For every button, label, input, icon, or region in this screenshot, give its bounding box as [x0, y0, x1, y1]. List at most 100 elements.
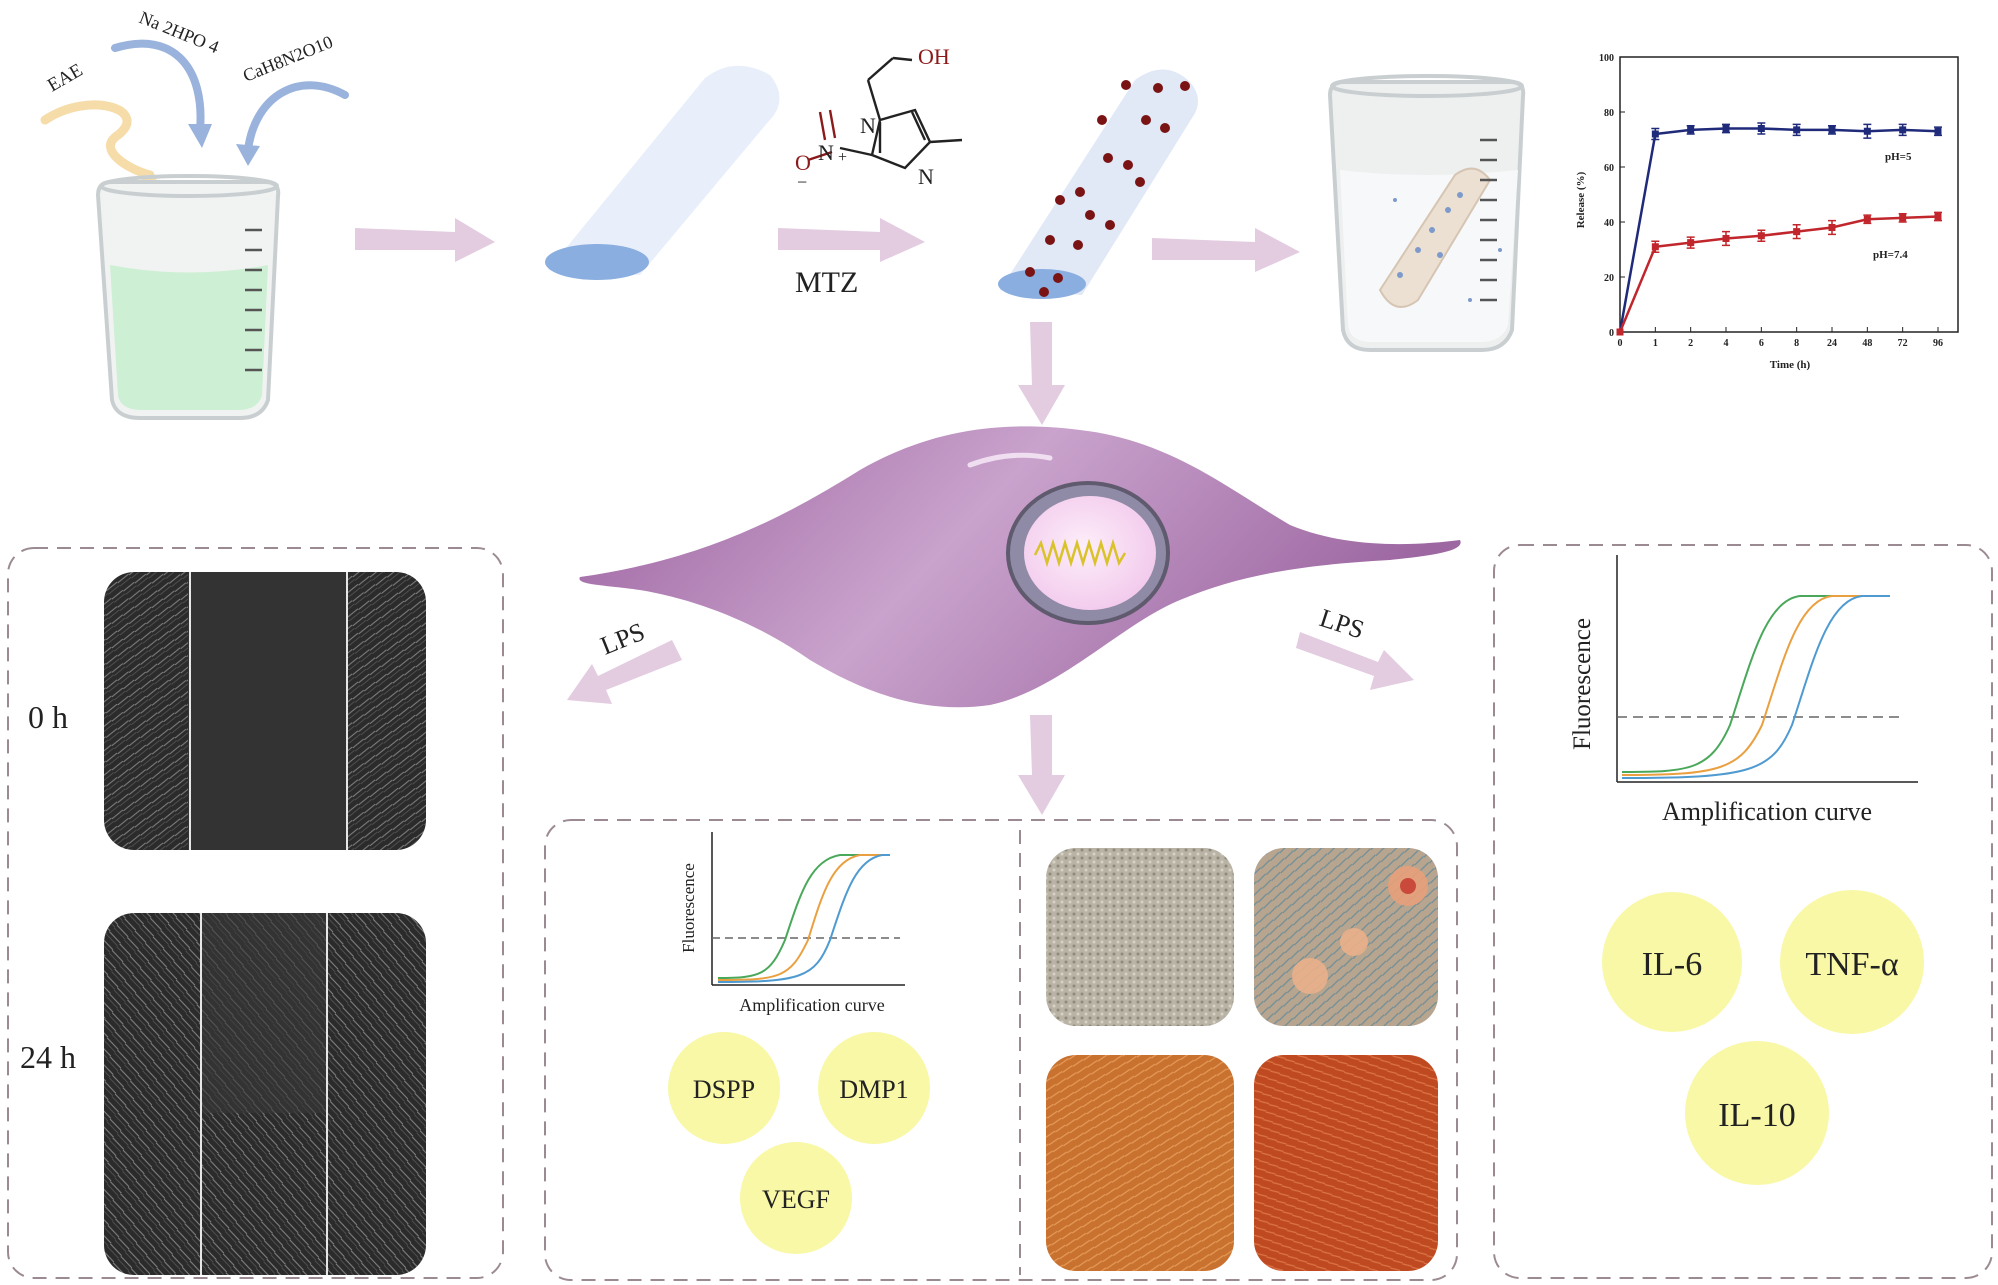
stain-spot-3: [1340, 928, 1368, 956]
release-beaker-scale: [1480, 138, 1497, 302]
atom-o-minus: O: [795, 150, 811, 175]
bond-n-to-ethyl: [866, 79, 882, 121]
release-xtick-label: 4: [1724, 338, 1729, 349]
center-panel-border: [544, 819, 1458, 1281]
release-series: [1616, 122, 1942, 336]
reagent-na2hpo4: Na 2HPO 4: [137, 7, 222, 57]
inflammation-panel-border: [1493, 544, 1993, 1279]
right-amp-ylabel: Fluorescence: [1569, 618, 1596, 750]
loaded-tube-end: [998, 269, 1086, 299]
mtz-molecule: [807, 56, 963, 170]
beaker-liquid: [110, 265, 268, 410]
center-amp-curve-green: [717, 854, 880, 979]
right-amplification-chart: Fluorescence Amplification curve: [1569, 555, 1918, 826]
loaded-tube-body: [1000, 69, 1199, 295]
release-ytick-label: 40: [1604, 218, 1614, 229]
release-point: [1722, 125, 1730, 132]
arrow-lps-right: [1296, 632, 1414, 690]
migration-gap-24h: [200, 913, 326, 1113]
release-point: [1793, 126, 1801, 134]
release-point: [1934, 213, 1942, 220]
reagent-eae: EAE: [44, 60, 86, 97]
release-point: [1616, 328, 1624, 336]
release-xtick-label: 72: [1898, 338, 1908, 349]
bond-methyl: [929, 138, 963, 144]
release-point: [1793, 228, 1801, 236]
stain-spot-1-core: [1400, 878, 1416, 894]
release-point: [1757, 125, 1765, 132]
stain-image-ars-2: [1254, 1055, 1438, 1271]
stain-image-alp: [1254, 848, 1438, 1026]
tube-end: [545, 244, 649, 280]
bond-nitro: [839, 146, 873, 157]
marker-dspp: DSPP: [693, 1075, 755, 1104]
marker-circle-il6: [1602, 892, 1742, 1032]
arrow-beaker-to-tube: [355, 218, 495, 262]
release-label-ph5: pH=5: [1885, 151, 1912, 163]
reagent-cah8n2o10: CaH8N2O10: [240, 32, 336, 86]
center-amp-curve-blue: [717, 854, 890, 983]
release-ytick-label: 0: [1609, 328, 1614, 339]
release-xtick-label: 0: [1618, 338, 1623, 349]
release-point: [1863, 127, 1871, 135]
scaffold-tube: [545, 65, 780, 280]
right-marker-il6: IL-6: [1602, 892, 1742, 1032]
marker-circle-dspp: [668, 1032, 780, 1144]
right-amp-xlabel: Amplification curve: [1662, 797, 1872, 826]
migration-panel-border: [7, 547, 504, 1279]
cah8n2o10-arrowhead: [236, 144, 260, 166]
nucleus: [1024, 496, 1156, 610]
arrow-to-release: [1152, 228, 1300, 272]
release-point: [1757, 232, 1765, 240]
release-point: [1651, 130, 1659, 138]
marker-vegf: VEGF: [762, 1185, 830, 1214]
release-point: [1828, 126, 1836, 134]
center-marker-vegf: VEGF: [740, 1142, 852, 1254]
label-0h: 0 h: [28, 699, 68, 735]
center-amplification-chart: Fluorescence Amplification curve: [679, 832, 905, 1015]
stain-image-ars-1: [1046, 1055, 1234, 1271]
arrow-down-to-cell: [1018, 322, 1065, 425]
release-point: [1722, 235, 1730, 242]
stain-spot-2: [1292, 958, 1328, 994]
beaker-rim: [99, 174, 279, 198]
right-marker-tnfa: TNF-α: [1780, 890, 1924, 1034]
center-amp-xlabel: Amplification curve: [739, 995, 884, 1015]
center-marker-dmp1: DMP1: [818, 1032, 930, 1144]
release-series-line-1: [1618, 215, 1939, 333]
drug-loaded-tube: [998, 69, 1199, 299]
bond-ethyl-oh: [892, 56, 913, 62]
center-amp-curve-orange: [717, 854, 885, 981]
atom-oh: OH: [918, 44, 950, 69]
na2hpo4-arrow: [111, 39, 205, 134]
marker-circle-dmp1: [818, 1032, 930, 1144]
drug-label-mtz: MTZ: [795, 266, 858, 299]
dna-strand: [1033, 538, 1127, 568]
right-amp-curve-orange: [1621, 595, 1878, 776]
cah8n2o10-arrow: [244, 81, 349, 154]
release-ytick-label: 80: [1604, 108, 1614, 119]
marker-circle-il10: [1685, 1041, 1829, 1185]
process-arrows: [355, 218, 1414, 815]
release-xtick-label: 6: [1759, 338, 1764, 349]
label-lps-left: LPS: [596, 617, 648, 661]
release-point: [1899, 126, 1907, 134]
imidazole-ring: [870, 108, 932, 170]
marker-il6: IL-6: [1642, 946, 1702, 983]
release-xtick-label: 24: [1827, 338, 1837, 349]
charge-minus: −: [797, 172, 807, 192]
bond-ethyl: [867, 57, 894, 81]
marker-il10: IL-10: [1718, 1097, 1795, 1134]
ring-double-bond-2: [910, 111, 927, 141]
release-point: [1687, 126, 1695, 134]
release-ytick-label: 20: [1604, 273, 1614, 284]
label-lps-right: LPS: [1316, 603, 1368, 644]
release-point: [1828, 224, 1836, 231]
release-point: [1863, 215, 1871, 223]
release-series-line-0: [1618, 127, 1939, 333]
release-xtick-label: 8: [1794, 338, 1799, 349]
beaker-scale: [245, 228, 262, 372]
